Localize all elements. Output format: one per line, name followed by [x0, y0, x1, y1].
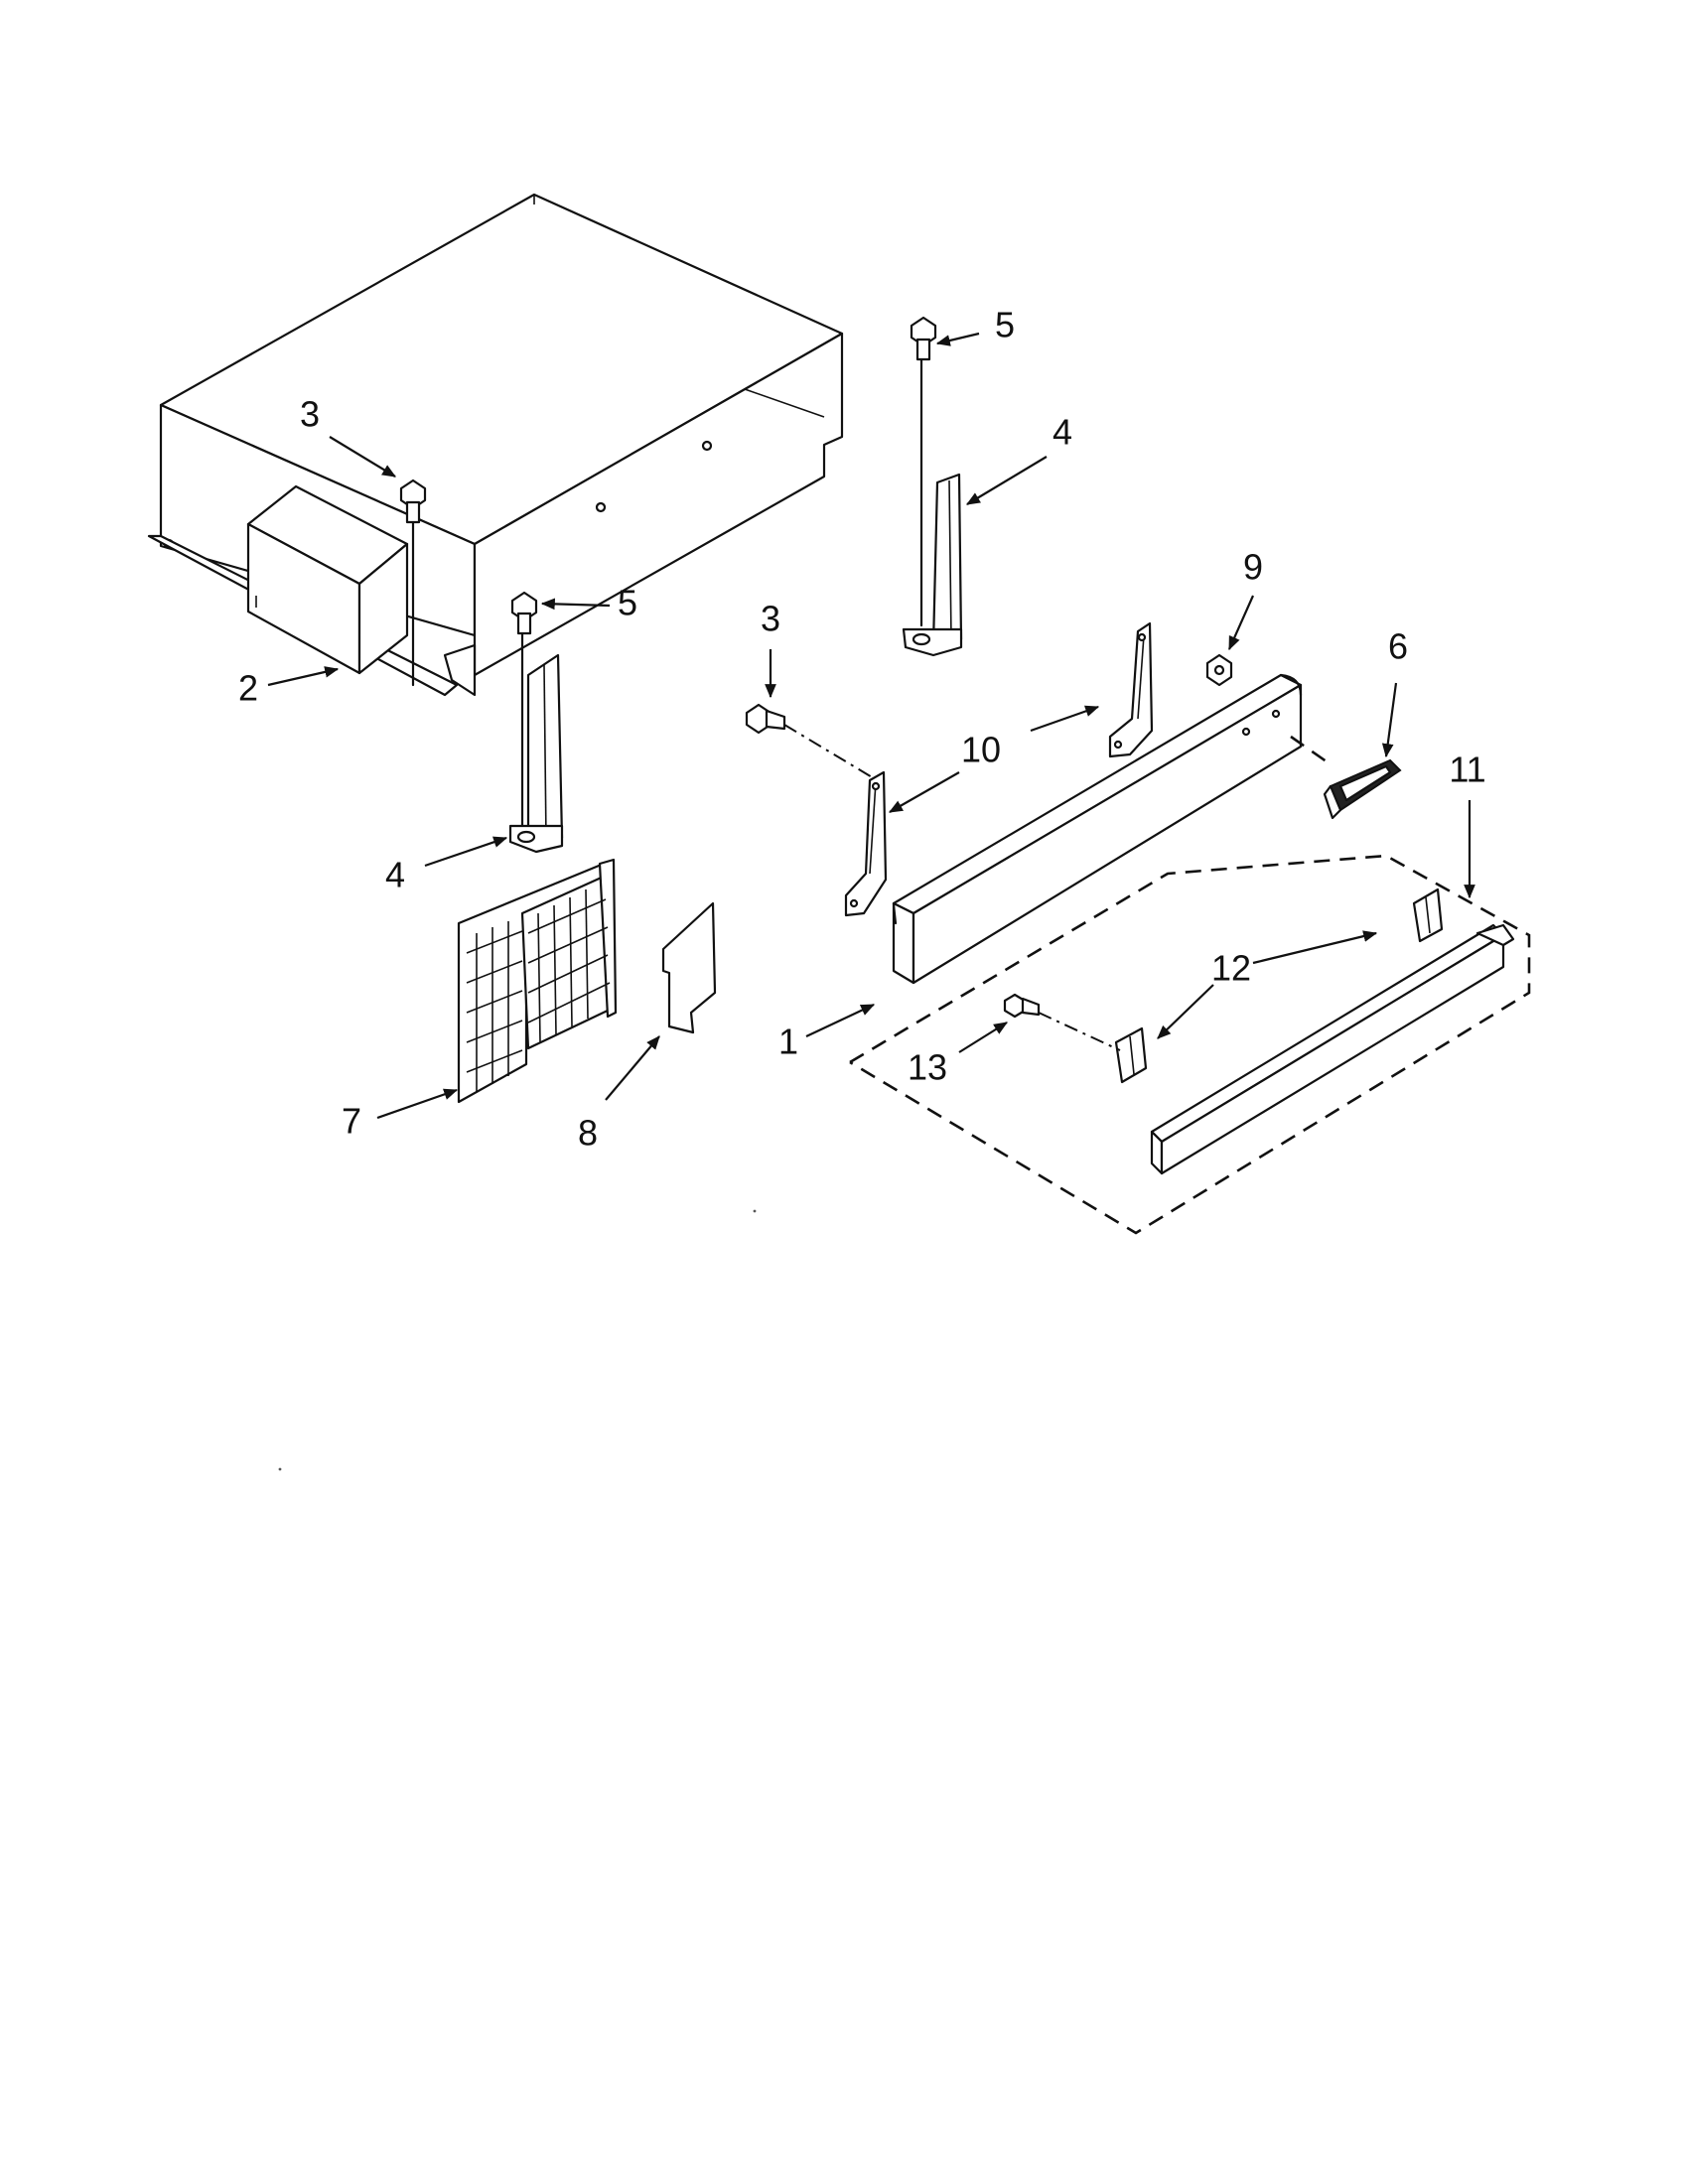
badge-6: [1290, 735, 1402, 820]
callout-11: 11: [1449, 750, 1485, 790]
front-panel-1: [892, 673, 1303, 985]
callout-labels: 3 2 5 4 5 4 3 10 9 6 11 12 1 13 7 8: [238, 305, 1486, 1154]
callout-12: 12: [1211, 948, 1251, 989]
callout-3-upper: 3: [300, 394, 320, 435]
callout-4-right: 4: [1052, 412, 1072, 453]
callout-8: 8: [578, 1113, 598, 1154]
callout-3-middle: 3: [761, 599, 780, 639]
screw-3-middle: [745, 703, 885, 785]
support-bracket-right: [902, 316, 963, 657]
callout-9: 9: [1243, 547, 1263, 588]
leader-lines: [267, 332, 1475, 1120]
callout-7: 7: [342, 1101, 361, 1142]
callout-13: 13: [908, 1047, 947, 1088]
kit-11-outline: [849, 854, 1531, 1235]
callout-6: 6: [1388, 626, 1408, 667]
callout-2: 2: [238, 668, 258, 709]
callout-4-left: 4: [385, 855, 405, 895]
control-box: [246, 484, 409, 675]
callout-1: 1: [778, 1022, 798, 1062]
housing-assembly: [147, 193, 844, 697]
mounting-bracket-10-left: [844, 770, 888, 917]
filter-8: [661, 901, 717, 1034]
callout-5-right: 5: [995, 305, 1015, 345]
trim-strip-11: [1150, 923, 1515, 1175]
clip-12-left: [1114, 1026, 1148, 1084]
clip-12-right: [1412, 887, 1444, 943]
grille-7: [457, 858, 618, 1104]
callout-5-left: 5: [618, 583, 637, 623]
callout-10: 10: [961, 730, 1001, 770]
support-bracket-left: [508, 591, 564, 854]
speck-mark: [278, 1467, 282, 1471]
speck-mark: [753, 1209, 757, 1213]
screw-3-upper: [399, 478, 427, 687]
mounting-bracket-10-right: [1108, 621, 1154, 758]
nut-9: [1205, 653, 1233, 687]
screw-13: [1003, 993, 1121, 1051]
